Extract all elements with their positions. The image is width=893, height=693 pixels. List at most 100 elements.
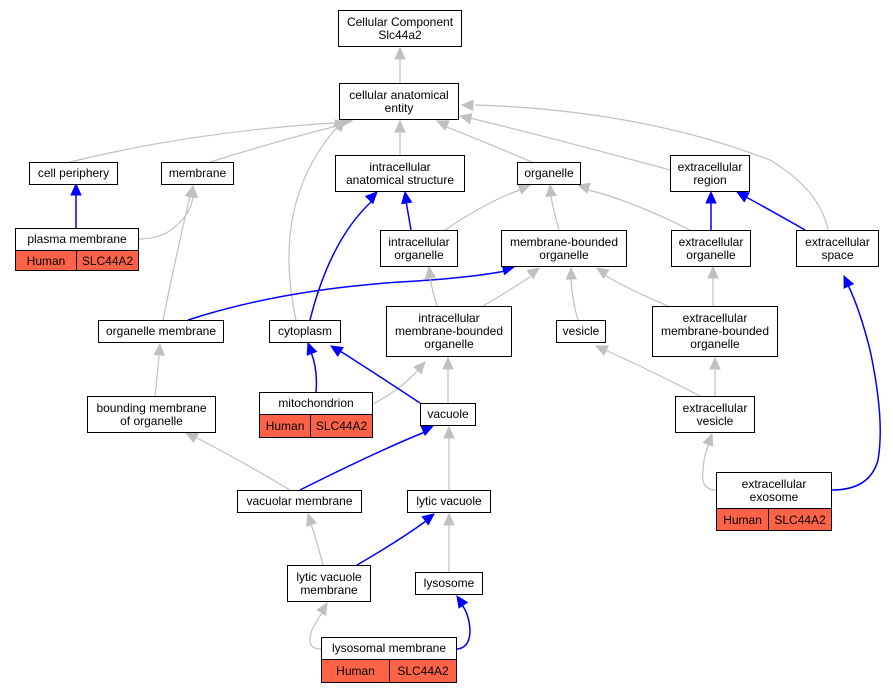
arrowhead-eo-org <box>576 182 591 194</box>
edge-es-cae <box>474 104 829 231</box>
edge-lvm-vm <box>310 523 324 566</box>
edge-io-org <box>444 189 521 231</box>
arrowhead-ev-embo <box>709 356 721 370</box>
node-intracellular-anatomical-structure[interactable]: intracellular anatomical structure <box>335 155 465 192</box>
node-extracellular-space[interactable]: extracellular space <box>796 230 879 267</box>
edge-lm-lvm <box>309 611 324 650</box>
arrowhead-lvm-lv <box>421 513 435 526</box>
edge-io-ias <box>405 200 412 231</box>
edge-pm-mem <box>138 195 194 240</box>
edge-ee-es <box>831 284 881 491</box>
arrowhead-mito-cyto <box>306 341 318 356</box>
arrowhead-cyto-ias <box>364 191 378 205</box>
edge-cyto-cae <box>288 123 341 321</box>
node-vacuole[interactable]: vacuole <box>420 403 476 426</box>
arrowhead-ee-ev <box>702 432 714 447</box>
node-extracellular-exosome[interactable]: extracellular exosome <box>716 472 832 509</box>
arrowhead-pm-cp <box>70 182 82 196</box>
arrowhead-vac-imbo <box>442 356 454 370</box>
edge-es-er <box>745 196 806 231</box>
arrowhead-embo-mbo <box>595 267 610 280</box>
arrowhead-embo-eo <box>707 265 719 279</box>
edge-ves-mbo <box>570 277 579 321</box>
arrowhead-cyto-cae <box>332 119 346 133</box>
arrowhead-ev-ves <box>594 345 609 356</box>
node-plasma-membrane[interactable]: plasma membrane <box>15 228 139 251</box>
arrowhead-io-org <box>517 183 532 195</box>
edge-eo-org <box>587 189 691 231</box>
edge-org-cae <box>443 125 533 163</box>
node-lytic-vacuole-membrane[interactable]: lytic vacuole membrane <box>287 565 371 602</box>
edge-mito-cyto <box>310 351 318 393</box>
arrowhead-lys-lv <box>443 512 455 526</box>
node-intracellular-membrane-bounded-organelle[interactable]: intracellular membrane-bounded organelle <box>386 306 512 357</box>
arrowhead-es-er <box>735 191 750 203</box>
edge-lvm-lv <box>356 520 427 566</box>
gene-label[interactable]: SLC44A2 <box>389 660 456 682</box>
gene-label[interactable]: SLC44A2 <box>768 509 831 530</box>
species-label: Human <box>16 251 77 270</box>
node-extracellular-membrane-bounded-organelle[interactable]: extracellular membrane-bounded organelle <box>652 306 778 357</box>
arrowhead-lv-vac <box>443 425 455 439</box>
species-label: Human <box>322 660 389 682</box>
edge-er-cae <box>469 117 671 171</box>
node-lysosomal-membrane[interactable]: lysosomal membrane <box>321 637 457 660</box>
arrowhead-er-cae <box>458 113 473 125</box>
arrowhead-lm-lvm <box>316 601 328 616</box>
node-extracellular-vesicle[interactable]: extracellular vesicle <box>675 396 755 433</box>
arrowhead-lvm-vm <box>306 512 318 527</box>
arrowhead-imbo-mbo <box>526 267 540 280</box>
arrowhead-eo-er <box>705 190 717 204</box>
edge-bm-om <box>154 353 160 397</box>
arrowhead-io-ias <box>401 190 413 205</box>
node-extracellular-region[interactable]: extracellular region <box>670 155 750 192</box>
arrowhead-vm-vac <box>420 425 435 437</box>
node-cellular-anatomical-entity[interactable]: cellular anatomical entity <box>339 83 459 120</box>
arrowhead-cae-root <box>394 46 406 60</box>
edge-ee-ev <box>701 442 717 491</box>
annotation-plasma-membrane: Human SLC44A2 <box>15 250 139 271</box>
node-intracellular-organelle[interactable]: intracellular organelle <box>380 230 458 267</box>
gene-label[interactable]: SLC44A2 <box>76 251 138 270</box>
arrowhead-om-mem <box>184 184 196 199</box>
arrowhead-org-cae <box>435 120 450 131</box>
node-membrane[interactable]: membrane <box>161 162 234 185</box>
arrowhead-mbo-org <box>545 183 557 198</box>
arrowhead-es-cae <box>460 99 474 112</box>
species-label: Human <box>717 509 769 530</box>
edge-om-mem <box>162 195 191 321</box>
arrowhead-ias-cae <box>394 119 406 133</box>
edge-cp-cae <box>69 121 351 163</box>
node-cell-periphery[interactable]: cell periphery <box>29 162 118 185</box>
arrowhead-ves-mbo <box>565 266 578 280</box>
edge-imbo-mbo <box>482 276 531 307</box>
node-organelle-membrane[interactable]: organelle membrane <box>98 320 224 343</box>
node-organelle[interactable]: organelle <box>517 162 581 185</box>
node-cytoplasm[interactable]: cytoplasm <box>269 320 341 343</box>
node-extracellular-organelle[interactable]: extracellular organelle <box>671 230 751 267</box>
node-vacuolar-membrane[interactable]: vacuolar membrane <box>237 490 362 513</box>
edge-vm-bm <box>194 436 291 491</box>
edge-om-mbo <box>187 270 506 321</box>
node-lysosome[interactable]: lysosome <box>415 572 483 595</box>
node-membrane-bounded-organelle[interactable]: membrane-bounded organelle <box>501 230 627 267</box>
node-lytic-vacuole[interactable]: lytic vacuole <box>407 490 491 513</box>
arrowhead-vac-cyto <box>329 345 344 357</box>
arrowhead-lm-lys <box>456 594 469 609</box>
node-mitochondrion[interactable]: mitochondrion <box>259 392 373 415</box>
edge-embo-mbo <box>605 275 669 307</box>
annotation-lysosomal-membrane: Human SLC44A2 <box>321 659 457 683</box>
annotation-mitochondrion: Human SLC44A2 <box>259 414 373 438</box>
node-vesicle[interactable]: vesicle <box>556 320 606 343</box>
annotation-extracellular-exosome: Human SLC44A2 <box>716 508 832 531</box>
arrowhead-imbo-io <box>424 265 437 280</box>
node-cellular-component-root[interactable]: Cellular Component Slc44a2 <box>338 10 462 47</box>
gene-label[interactable]: SLC44A2 <box>310 415 372 437</box>
arrowhead-vm-bm <box>184 432 199 444</box>
edge-vac-cyto <box>339 350 421 404</box>
edge-mem-cae <box>209 123 346 163</box>
arrowhead-bm-om <box>153 342 165 356</box>
node-bounding-membrane-of-organelle[interactable]: bounding membrane of organelle <box>87 396 216 433</box>
edge-mbo-org <box>550 194 560 231</box>
